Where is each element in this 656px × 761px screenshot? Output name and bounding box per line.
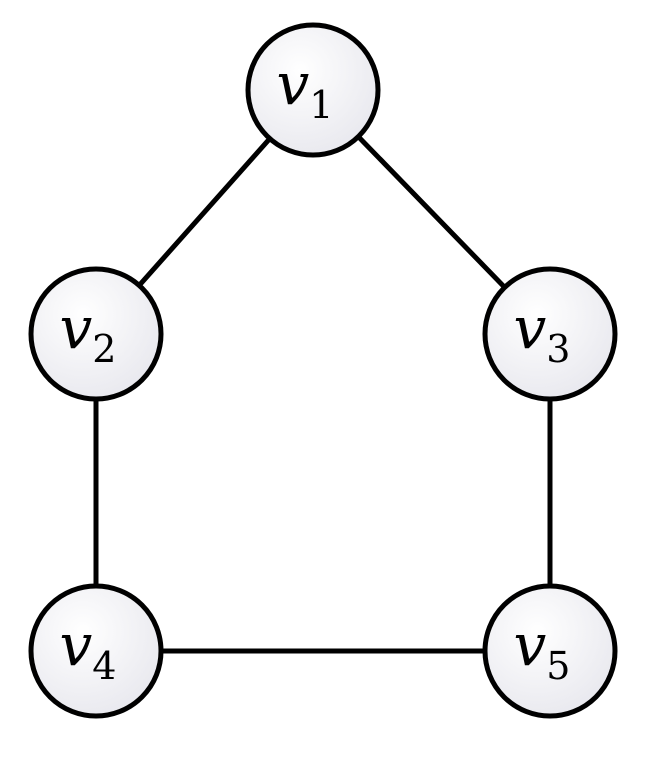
node-label-subscript: 2	[92, 327, 116, 371]
node-label: v4	[60, 611, 117, 688]
node-label-subscript: 1	[309, 83, 333, 127]
node-v3: v3	[482, 266, 618, 402]
node-label: v5	[514, 611, 571, 688]
node-label-var: v	[60, 294, 93, 362]
node-label-var: v	[60, 611, 93, 679]
node-circle	[28, 266, 164, 402]
node-label-var: v	[514, 611, 547, 679]
node-circle	[28, 583, 164, 719]
node-label: v3	[514, 294, 571, 371]
node-circle	[482, 266, 618, 402]
node-v4: v4	[28, 583, 164, 719]
node-v2: v2	[28, 266, 164, 402]
node-v1: v1	[245, 22, 381, 158]
node-circle	[245, 22, 381, 158]
node-label-subscript: 3	[546, 327, 570, 371]
node-label-subscript: 5	[546, 644, 570, 688]
node-label: v1	[277, 50, 334, 127]
node-label-var: v	[277, 50, 310, 118]
edges-layer	[93, 87, 553, 654]
node-label-subscript: 4	[92, 644, 116, 688]
node-v5: v5	[482, 583, 618, 719]
node-label: v2	[60, 294, 117, 371]
node-label-var: v	[514, 294, 547, 362]
node-circle	[482, 583, 618, 719]
